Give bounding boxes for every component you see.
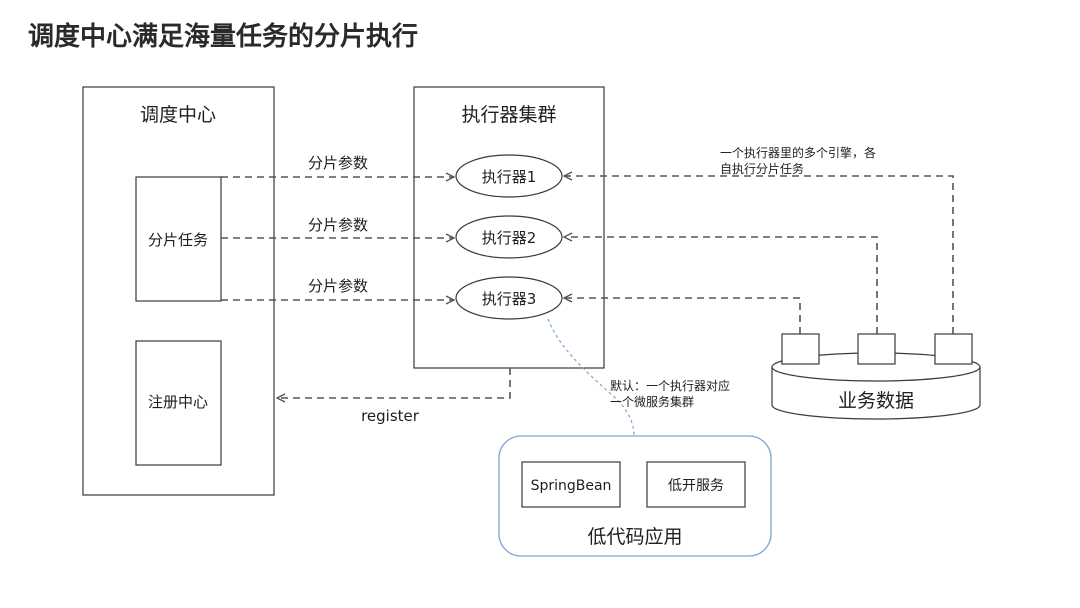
lowcode-service-box: [646, 461, 746, 508]
data-shard-1: [781, 333, 820, 365]
executor-2-label: 执行器2: [482, 229, 537, 247]
business-data-label: 业务数据: [838, 390, 914, 412]
executor-3-label: 执行器3: [482, 290, 537, 308]
registry-center-box: [135, 340, 222, 466]
shard-param-label-2: 分片参数: [308, 216, 368, 234]
default-note-line-2: 一个微服务集群: [610, 394, 694, 409]
executor-2-node: [455, 215, 563, 259]
data-shard-3: [934, 333, 973, 365]
data-arrow-to-executor-2: [565, 237, 878, 334]
springbean-label: SpringBean: [531, 478, 612, 494]
page-title: 调度中心满足海量任务的分片执行: [28, 22, 419, 52]
shard-param-label-3: 分片参数: [308, 277, 368, 295]
data-arrow-to-executor-1: [565, 176, 954, 334]
shard-task-label: 分片任务: [148, 231, 208, 249]
register-label: register: [361, 407, 420, 425]
register-arrow: [278, 368, 511, 398]
executor-1-label: 执行器1: [482, 168, 537, 186]
shard-task-box: [135, 176, 222, 302]
data-shard-2: [857, 333, 896, 365]
default-note-line-1: 默认：一个执行器对应: [610, 378, 730, 393]
lowcode-app-title: 低代码应用: [587, 526, 682, 548]
executor-cluster-title: 执行器集群: [461, 104, 556, 126]
data-arrow-to-executor-3: [565, 298, 801, 334]
springbean-box: [521, 461, 621, 508]
executor-1-node: [455, 154, 563, 198]
engines-note-line-1: 一个执行器里的多个引擎，各: [720, 145, 876, 160]
executor-to-lowcode-link: [547, 318, 635, 437]
registry-center-label: 注册中心: [148, 393, 208, 411]
engines-note-line-2: 自执行分片任务: [720, 161, 804, 176]
executor-3-node: [455, 276, 563, 320]
scheduler-center-title: 调度中心: [140, 104, 216, 126]
business-data-cylinder-body: [771, 367, 981, 420]
shard-param-label-1: 分片参数: [308, 154, 368, 172]
lowcode-service-label: 低开服务: [668, 478, 724, 494]
